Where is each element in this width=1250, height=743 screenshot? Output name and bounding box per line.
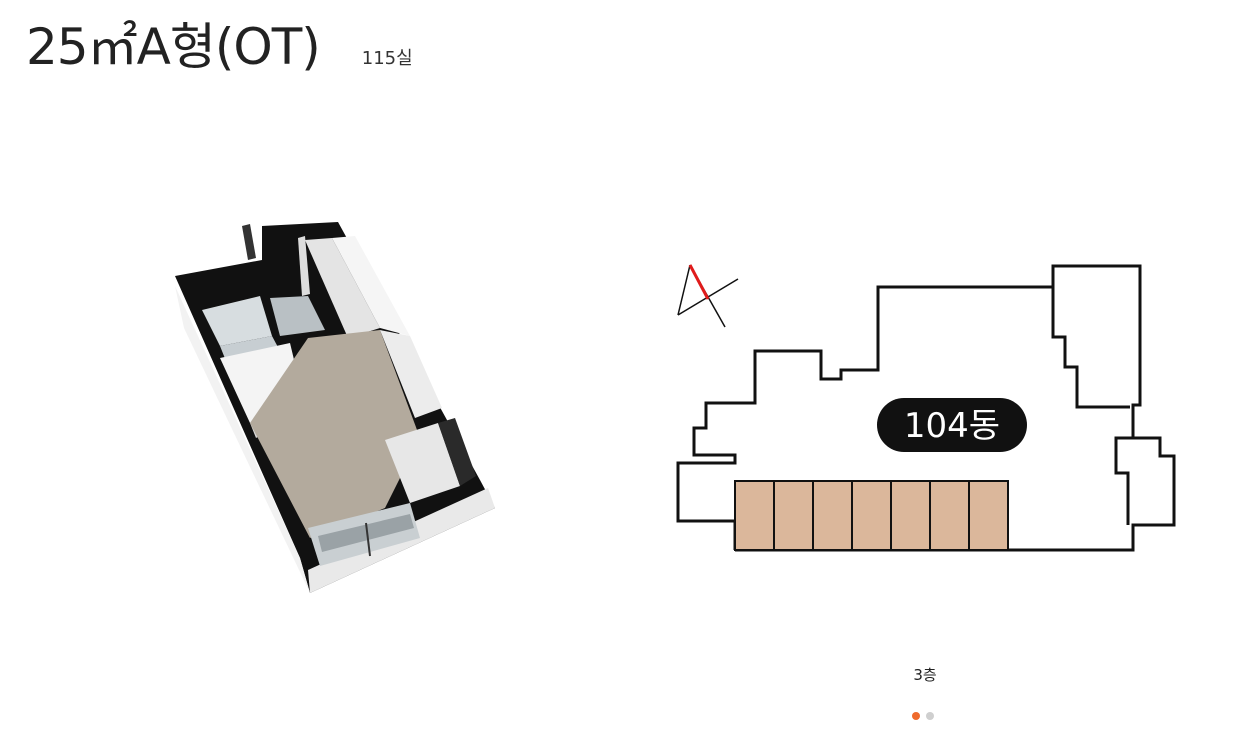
unit-cell [773,480,814,551]
unit-cell [890,480,931,551]
building-label: 104동 [904,406,1000,446]
pagination-dot[interactable] [912,712,920,720]
building-site-plan: 104동 [676,264,1176,552]
floor-label: 3층 [913,666,937,684]
unit-cell [812,480,853,551]
highlighted-unit-row [734,480,1009,551]
unit-count: 115실 [361,48,413,69]
carousel-pagination[interactable] [912,712,934,720]
building-label-pill [877,398,1027,452]
unit-cell [968,480,1009,551]
building-outline [676,264,1176,552]
unit-floorplan-illustration [175,222,495,593]
north-arrow-icon [677,264,739,328]
unit-cell [929,480,970,551]
unit-cell [851,480,892,551]
page-header: 25㎡A형(OT) 115실 [26,22,413,72]
pagination-dot[interactable] [926,712,934,720]
page-title: 25㎡A형(OT) [26,18,321,76]
unit-cell [734,480,775,551]
